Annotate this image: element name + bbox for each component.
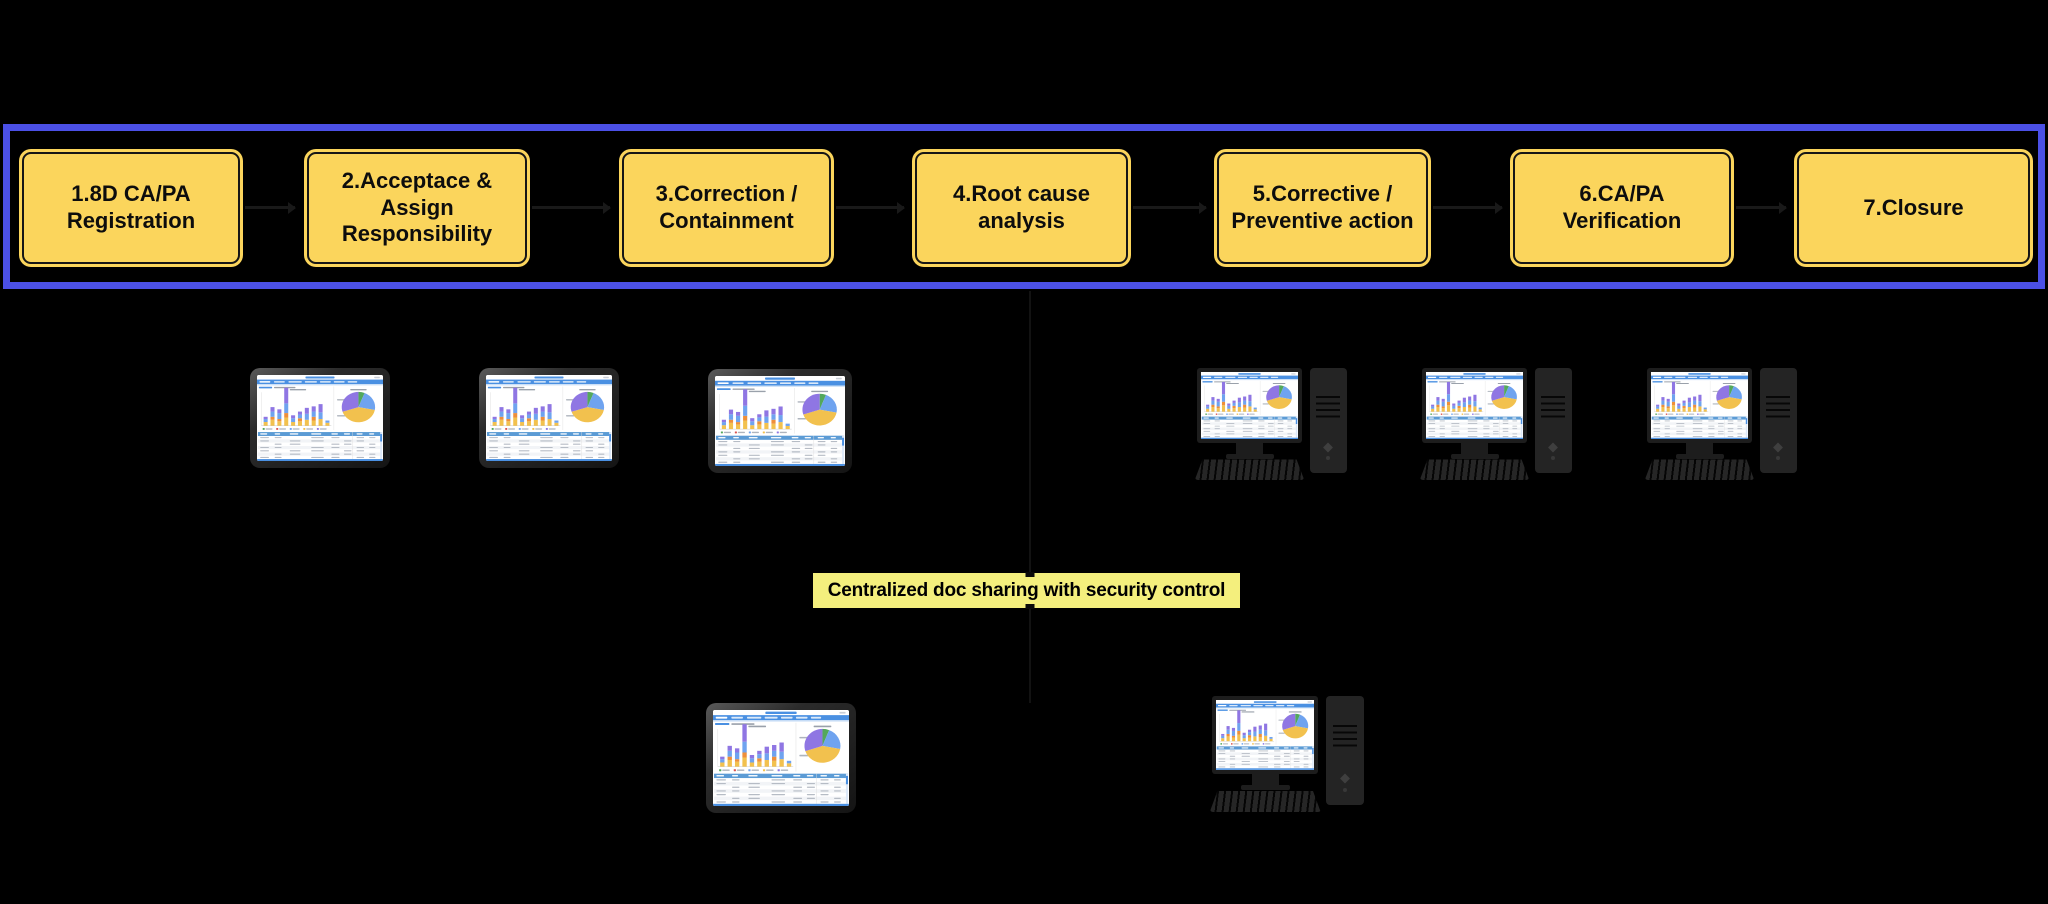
vertical-connector-line <box>1029 291 1031 703</box>
desktop-device-2 <box>1419 366 1572 480</box>
dashboard-screen <box>486 375 612 461</box>
tower-dot <box>1776 456 1781 461</box>
pc-tower <box>1759 368 1797 474</box>
step-box-3: 3.Correction / Containment <box>622 152 831 264</box>
pc-tower <box>1326 696 1364 805</box>
dashboard-screen <box>713 710 849 806</box>
keyboard <box>1194 459 1305 480</box>
tower-dot <box>1551 456 1556 461</box>
monitor-stand <box>1236 442 1263 455</box>
step-label: 7.Closure <box>1863 194 1964 220</box>
step-label: 1.8D CA/PA Registration <box>66 181 196 233</box>
keyboard <box>1644 459 1755 480</box>
tower-vents <box>1541 395 1566 421</box>
tablet-device-1 <box>250 368 390 468</box>
desktop-device-1 <box>1194 366 1347 480</box>
step-label: 3.Correction / Containment <box>655 181 798 233</box>
step-label: 2.Acceptace & Assign Responsibility <box>341 167 493 247</box>
step-box-2: 2.Acceptace & Assign Responsibility <box>307 152 527 264</box>
banner-label: Centralized doc sharing with security co… <box>827 579 1226 601</box>
power-button-icon <box>1323 442 1334 453</box>
arrow-connector-2-3 <box>532 201 611 214</box>
dashboard-screen <box>1651 371 1748 439</box>
monitor <box>1647 367 1752 443</box>
monitor <box>1197 367 1302 443</box>
power-button-icon <box>1773 442 1784 453</box>
banner-centralized-doc: Centralized doc sharing with security co… <box>813 572 1240 609</box>
process-flow-frame <box>3 124 2045 289</box>
arrow-connector-1-2 <box>245 201 296 214</box>
pc-tower <box>1309 368 1347 474</box>
step-box-6: 6.CA/PA Verification <box>1513 152 1731 264</box>
dashboard-screen <box>1426 371 1523 439</box>
tablet-device-3 <box>708 369 852 473</box>
keyboard <box>1209 790 1321 812</box>
dashboard-screen <box>715 376 845 466</box>
monitor-base <box>1675 453 1724 459</box>
desktop-device-central <box>1209 694 1364 812</box>
keyboard <box>1419 459 1530 480</box>
desktop-device-3 <box>1644 366 1797 480</box>
monitor <box>1212 695 1319 774</box>
arrow-connector-3-4 <box>836 201 905 214</box>
tower-dot <box>1326 456 1331 461</box>
monitor <box>1422 367 1527 443</box>
step-box-1: 1.8D CA/PA Registration <box>22 152 240 264</box>
connector-notch-top <box>1025 572 1034 577</box>
dashboard-screen <box>1216 699 1315 770</box>
monitor-base <box>1225 453 1274 459</box>
step-box-7: 7.Closure <box>1797 152 2030 264</box>
tower-vents <box>1332 724 1358 751</box>
dashboard-screen <box>1201 371 1298 439</box>
tower-vents <box>1316 395 1341 421</box>
monitor-stand <box>1251 773 1279 787</box>
tower-dot <box>1343 787 1347 792</box>
power-button-icon <box>1548 442 1559 453</box>
step-box-4: 4.Root cause analysis <box>915 152 1128 264</box>
step-label: 4.Root cause analysis <box>953 181 1090 233</box>
monitor-base <box>1240 784 1290 791</box>
tablet-device-2 <box>479 368 619 468</box>
step-box-5: 5.Corrective / Preventive action <box>1217 152 1428 264</box>
monitor-stand <box>1686 442 1713 455</box>
monitor-base <box>1450 453 1499 459</box>
monitor-stand <box>1461 442 1488 455</box>
step-label: 5.Corrective / Preventive action <box>1231 181 1414 233</box>
arrow-connector-4-5 <box>1133 201 1207 214</box>
connector-notch-bottom <box>1025 604 1034 609</box>
tower-vents <box>1766 395 1791 421</box>
step-label: 6.CA/PA Verification <box>1562 181 1682 233</box>
arrow-connector-5-6 <box>1433 201 1503 214</box>
tablet-device-central <box>706 703 856 813</box>
power-button-icon <box>1340 773 1350 783</box>
arrow-connector-6-7 <box>1736 201 1787 214</box>
pc-tower <box>1534 368 1572 474</box>
dashboard-screen <box>257 375 383 461</box>
